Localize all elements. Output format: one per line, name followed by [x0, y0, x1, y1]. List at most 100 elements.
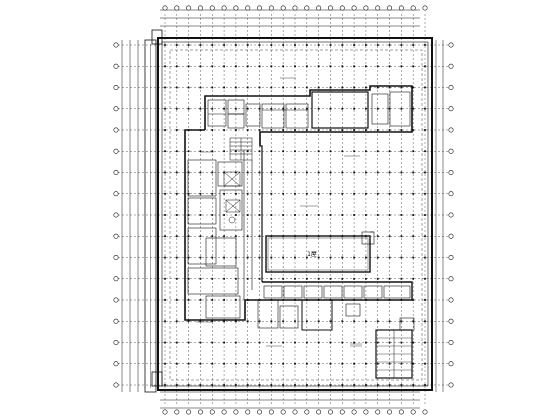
column-dot [365, 107, 367, 110]
column-dot [317, 362, 320, 365]
column-dot [246, 214, 249, 216]
column-dot [199, 256, 202, 259]
grid-bubble [410, 5, 416, 11]
column-dot [305, 299, 308, 301]
grid-bubble [448, 361, 454, 367]
column-dot [164, 320, 166, 323]
column-dot [294, 150, 296, 153]
column-dot [400, 86, 403, 89]
grid-bubble [174, 409, 180, 415]
column-dot [294, 384, 296, 386]
column-dot [164, 362, 166, 365]
column-dot [235, 65, 237, 68]
column-dot [365, 277, 367, 280]
column-dot [246, 86, 249, 89]
column-dot [246, 65, 249, 68]
column-dot [164, 214, 166, 216]
column-dot [388, 384, 391, 386]
column-dot [341, 129, 344, 131]
column-dot [199, 107, 202, 110]
grid-bubble [448, 382, 454, 388]
column-dot [388, 362, 391, 365]
column-dot [353, 320, 355, 323]
column-dot [175, 320, 178, 323]
column-dot [305, 150, 308, 153]
column-dot [258, 235, 261, 238]
column-dot [317, 384, 320, 386]
column-dot [353, 65, 355, 68]
column-dot [294, 235, 296, 238]
grid-bubble [221, 5, 227, 11]
column-dot [294, 214, 296, 216]
column-dot [412, 384, 415, 386]
column-dot [341, 299, 344, 301]
column-dot [317, 129, 320, 131]
column-dot [388, 171, 391, 174]
column-dot [258, 341, 261, 344]
column-dot [412, 341, 415, 344]
column-dot [199, 320, 202, 323]
column-dot [235, 362, 237, 365]
column-dot [294, 44, 296, 46]
column-dot [376, 65, 379, 68]
column-dot [353, 299, 355, 301]
column-dot [376, 107, 379, 110]
column-dot [305, 86, 308, 89]
column-dot [270, 277, 273, 280]
grid-bubble [221, 409, 227, 415]
column-dot [211, 384, 214, 386]
column-dot [223, 86, 225, 89]
column-dot [424, 362, 426, 365]
column-dot [400, 341, 403, 344]
grid-bubble [351, 5, 357, 11]
column-dot [341, 277, 344, 280]
column-dot [187, 341, 190, 344]
structural-columns [164, 44, 426, 386]
column-dot [400, 107, 403, 110]
column-dot [341, 235, 344, 238]
column-dot [187, 171, 190, 174]
column-dot [305, 235, 308, 238]
column-dot [376, 362, 379, 365]
column-dot [353, 107, 355, 110]
grid-bubble [448, 255, 454, 261]
column-dot [235, 44, 237, 46]
grid-bubble [448, 276, 454, 282]
column-dot [388, 235, 391, 238]
grid-bubble [280, 409, 286, 415]
column-dot [282, 235, 285, 238]
column-dot [353, 150, 355, 153]
column-dot [305, 192, 308, 195]
column-dot [246, 235, 249, 238]
column-dot [211, 320, 214, 323]
grid-bubble [113, 148, 119, 154]
left-grid-bubbles [113, 42, 119, 388]
column-dot [258, 299, 261, 301]
column-dot [223, 384, 225, 386]
column-dot [305, 65, 308, 68]
column-dot [211, 44, 214, 46]
column-dot [199, 65, 202, 68]
grid-bubble [113, 170, 119, 176]
column-dot [365, 256, 367, 259]
column-dot [258, 192, 261, 195]
column-dot [282, 384, 285, 386]
right-grid-bubbles [448, 42, 454, 388]
column-dot [294, 129, 296, 131]
column-dot [246, 171, 249, 174]
column-dot [388, 129, 391, 131]
column-dot [376, 44, 379, 46]
service-core [223, 171, 241, 224]
column-dot [164, 150, 166, 153]
column-dot [341, 65, 344, 68]
column-dot [246, 341, 249, 344]
column-dot [341, 341, 344, 344]
column-dot [187, 320, 190, 323]
column-dot [412, 277, 415, 280]
column-dot [235, 320, 237, 323]
grid-bubble [113, 85, 119, 91]
column-dot [199, 150, 202, 153]
column-dot [270, 107, 273, 110]
column-dot [329, 362, 332, 365]
column-dot [365, 65, 367, 68]
